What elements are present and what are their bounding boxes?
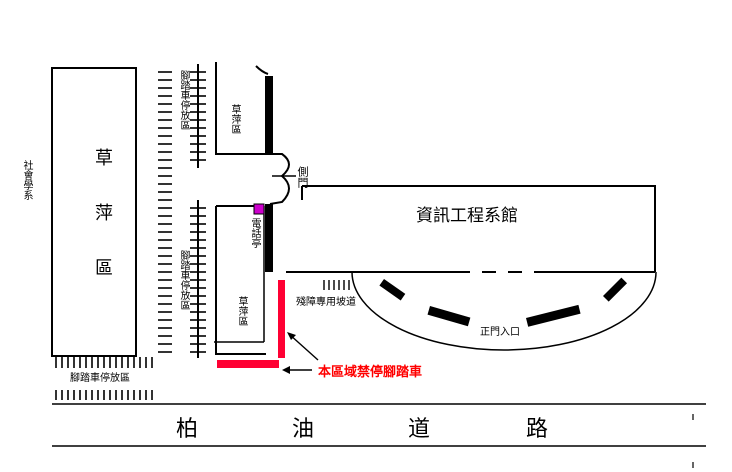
road-char-1: 柏 [176,417,199,442]
big-lawn-char-3: 區 [95,258,113,279]
upper-small-lawn [215,62,270,155]
side-gate-shape [269,153,290,205]
phone-booth-marker [253,203,265,215]
bike-parking-middle-label: 腳踏車停放區 [178,250,189,310]
entrance-steps [379,277,628,327]
wall-curl [255,65,269,75]
lower-small-lawn [215,206,266,355]
lower-lawn-label: 草萍區 [236,296,247,326]
no-parking-label: 本區域禁停腳踏車 [318,365,423,380]
building-outline [302,185,656,272]
entrance-arc [351,271,657,351]
arrow-head-upper [287,332,296,340]
big-lawn-char-2: 萍 [95,203,113,224]
no-parking-bar-vertical [278,280,285,358]
arrow-line-upper [288,333,319,361]
arrow-head-lower [282,366,290,374]
road-char-3: 道 [408,417,431,442]
social-science-label: 社會學系 [21,160,32,200]
main-entrance-label: 正門入口 [480,327,520,338]
ramp-label: 殘障專用坡道 [296,297,356,308]
bike-rack-column-left [158,71,172,353]
bike-parking-upper-label: 腳踏車停放區 [178,70,189,130]
side-gate-label: 側門 [296,166,309,188]
bike-rack-bottom-row [55,357,153,400]
upper-wall [265,76,273,154]
no-parking-bar-horizontal [217,360,279,368]
bike-rack-ramp [323,280,350,290]
bike-parking-bottom-label: 腳踏車停放區 [70,373,130,384]
road-char-4: 路 [526,417,549,442]
phone-booth-label: 電話亭 [249,218,260,248]
lower-wall [265,204,273,272]
road-char-2: 油 [292,417,315,442]
big-lawn-area [51,67,137,357]
building-label: 資訊工程系館 [416,206,518,226]
big-lawn-char-1: 草 [95,148,113,169]
upper-lawn-label: 草萍區 [229,104,240,134]
